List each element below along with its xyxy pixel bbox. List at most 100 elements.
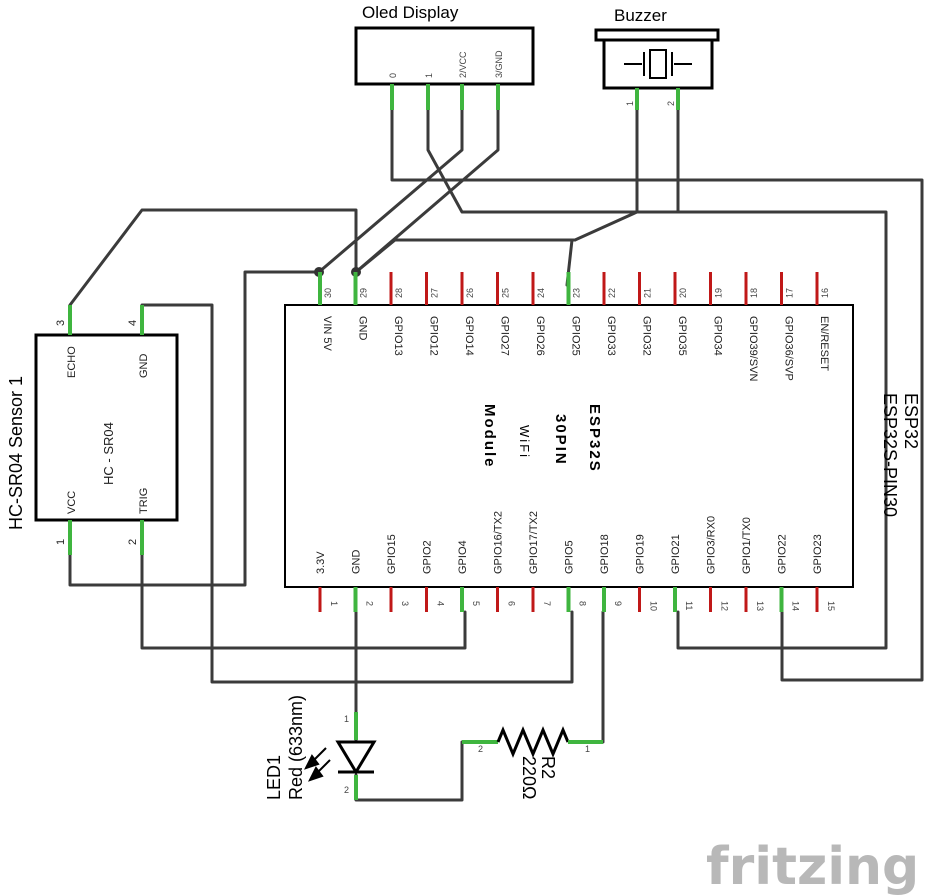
- hc-sr04-sensor[interactable]: HC-SR04 Sensor 1 HC - SR04 3ECHO4GND1VCC…: [6, 305, 179, 555]
- sensor-pin-vcc[interactable]: 1 VCC: [55, 491, 78, 555]
- pin-number: 6: [507, 601, 517, 606]
- pin-number: 14: [791, 601, 801, 611]
- buzzer-pin-number: 2: [666, 101, 676, 106]
- esp32-bottom-pin-1[interactable]: 13.3V: [315, 551, 339, 612]
- resistor-r2[interactable]: 2 1 R2 220Ω: [462, 726, 603, 800]
- wire-oled-vcc: [317, 108, 464, 274]
- pin-label: GPIO5: [564, 540, 576, 574]
- pin-label: GPIO33: [605, 316, 617, 356]
- esp32-bottom-pin-8[interactable]: 8 GPIO5: [564, 540, 588, 612]
- esp32-name: ESP32: [901, 393, 921, 449]
- pin-number: 3: [400, 601, 410, 606]
- pin-label: GPIO18: [599, 534, 611, 574]
- resistor-pin-1: 1: [585, 744, 590, 754]
- esp32-body-text: ESP32S 30PIN WiFi Module: [481, 404, 603, 473]
- oled-body: [354, 26, 535, 86]
- led1[interactable]: 1 2 LED1 Red (633nm): [264, 695, 377, 800]
- pin-label: 3.3V: [315, 551, 327, 574]
- pin-number: 10: [649, 601, 659, 611]
- buzzer-pin-2[interactable]: 2: [666, 88, 680, 110]
- oled-pin-label: 2/VCC: [458, 51, 468, 78]
- wire-vin-node: [68, 270, 321, 587]
- sensor-pin-number: 4: [127, 320, 139, 326]
- oled-pin-0[interactable]: 0: [388, 73, 398, 110]
- resistor-name: R2: [538, 756, 558, 779]
- sensor-body: [34, 333, 179, 522]
- led-spec: Red (633nm): [286, 695, 306, 800]
- pin-label: GPIO13: [392, 316, 404, 356]
- pin-number: 22: [607, 288, 617, 298]
- sensor-pin-label: VCC: [66, 491, 78, 514]
- oled-pin-2[interactable]: 2/VCC: [458, 51, 468, 110]
- oled-title: Oled Display: [362, 3, 459, 22]
- resistor-pin-2: 2: [478, 744, 483, 754]
- pin-label: GPIO2: [422, 540, 434, 574]
- buzzer-body: [602, 38, 714, 90]
- wire-sensor-echo: [68, 208, 358, 307]
- pin-number: 26: [465, 288, 475, 298]
- esp32-module[interactable]: ESP32 ESP32S-PIN30 ESP32S 30PIN WiFi Mod…: [284, 272, 921, 613]
- resistor-value: 220Ω: [519, 756, 539, 800]
- sensor-pin-number: 1: [55, 539, 67, 545]
- pin-number: 30: [323, 288, 333, 298]
- pin-number: 12: [720, 601, 730, 611]
- esp32-bottom-pin-6[interactable]: 6 GPIO16/TX2: [493, 511, 517, 612]
- pin-number: 29: [359, 288, 369, 298]
- buzzer-pin-number: 1: [625, 101, 635, 106]
- oled-pin-label: 3/GND: [494, 50, 504, 78]
- wire-gnd-bus: [354, 238, 577, 274]
- pin-label: GPIO35: [676, 316, 688, 356]
- pin-label: GPIO34: [712, 316, 724, 356]
- pin-number: 18: [749, 288, 759, 298]
- led-pin-1: 1: [344, 714, 349, 724]
- sensor-pin-label: ECHO: [66, 346, 78, 378]
- buzzer-pin-1[interactable]: 1: [625, 88, 639, 110]
- sensor-name: HC-SR04 Sensor 1: [6, 376, 26, 530]
- oled-pin-1[interactable]: 1: [424, 73, 434, 110]
- esp32-variant: ESP32S-PIN30: [880, 393, 900, 517]
- oled-pin-3[interactable]: 3/GND: [494, 50, 504, 110]
- pin-label: GPIO4: [457, 540, 469, 574]
- pin-number: 8: [578, 601, 588, 606]
- pin-label: EN/RESET: [818, 316, 830, 371]
- wire-sensor-gnd: [140, 303, 574, 684]
- pin-label: GPIO16/TX2: [493, 511, 505, 574]
- led-name: LED1: [264, 755, 284, 800]
- pin-number: 17: [785, 288, 795, 298]
- pin-label: VIN 5V: [321, 316, 333, 352]
